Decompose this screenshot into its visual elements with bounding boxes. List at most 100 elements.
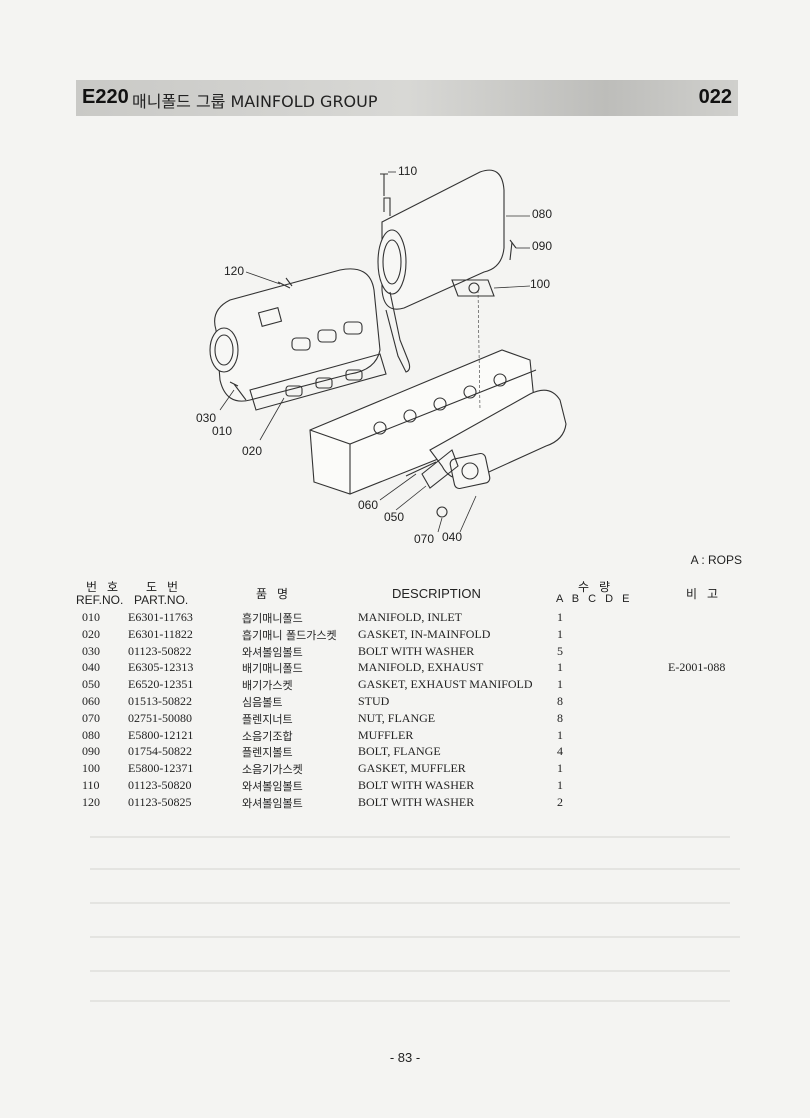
part-description: BOLT, FLANGE xyxy=(358,744,441,759)
header-qty-kor: 수량 xyxy=(578,580,621,594)
table-row: 010 E6301-11763 흡기매니폴드 MANIFOLD, INLET 1 xyxy=(76,610,756,627)
part-name-kor: 소음기조합 xyxy=(242,729,293,743)
callout-110: 110 xyxy=(398,164,418,178)
table-row: 070 02751-50080 플렌지너트 NUT, FLANGE 8 xyxy=(76,711,756,728)
part-no: E6301-11822 xyxy=(128,626,193,641)
part-no: E6301-11763 xyxy=(128,610,193,624)
callout-070: 070 xyxy=(414,532,435,546)
ref-no: 050 xyxy=(82,677,100,692)
ref-no: 120 xyxy=(82,794,100,809)
page-header: E220 매니폴드 그룹 MAINFOLD GROUP 022 xyxy=(76,80,738,116)
header-qty-cols: A B C D E xyxy=(556,593,630,605)
ref-no: 100 xyxy=(82,761,100,776)
header-description: DESCRIPTION xyxy=(392,586,481,601)
page-code: 022 xyxy=(698,86,732,108)
ref-no: 110 xyxy=(82,777,100,792)
header-ref-en: REF.NO. xyxy=(76,593,124,607)
rops-note: A : ROPS xyxy=(690,553,742,567)
callout-120: 120 xyxy=(224,264,245,278)
header-remarks-kor: 비고 xyxy=(686,587,729,601)
header-name-kor: 품명 xyxy=(256,587,299,601)
header-part-en: PART.NO. xyxy=(134,593,189,607)
callout-030: 030 xyxy=(196,411,217,425)
part-qty: 1 xyxy=(557,660,563,675)
ref-no: 030 xyxy=(82,643,100,658)
part-name-kor: 와셔볼임볼트 xyxy=(242,779,303,793)
scan-artifact xyxy=(90,1000,730,1002)
part-no: 02751-50080 xyxy=(128,710,192,725)
table-row: 030 01123-50822 와셔볼임볼트 BOLT WITH WASHER … xyxy=(76,644,756,661)
part-description: BOLT WITH WASHER xyxy=(358,643,475,658)
header-ref-kor: 번호 xyxy=(86,580,129,594)
part-no: E6305-12313 xyxy=(128,660,194,675)
part-name-kor: 소음기가스켓 xyxy=(242,763,303,777)
part-no: E5800-12371 xyxy=(128,761,194,776)
part-qty: 8 xyxy=(557,693,563,708)
callout-010: 010 xyxy=(212,424,233,438)
part-no: E6520-12351 xyxy=(128,677,194,692)
part-no: 01123-50825 xyxy=(128,794,192,809)
part-description: MANIFOLD, EXHAUST xyxy=(358,660,484,675)
table-row: 040 E6305-12313 배기매니폴드 MANIFOLD, EXHAUST… xyxy=(76,660,756,677)
table-row: 090 01754-50822 플렌지볼트 BOLT, FLANGE 4 xyxy=(76,744,756,761)
callout-050: 050 xyxy=(384,510,405,524)
part-qty: 1 xyxy=(557,761,563,776)
scan-artifact xyxy=(90,936,740,938)
scan-artifact xyxy=(90,970,730,972)
part-qty: 8 xyxy=(557,710,563,725)
callout-080: 080 xyxy=(532,207,553,221)
diagram-drawing xyxy=(209,169,567,533)
callout-090: 090 xyxy=(532,239,553,253)
part-qty: 1 xyxy=(557,626,563,641)
part-name-kor: 배기가스켓 xyxy=(242,679,293,693)
callout-040: 040 xyxy=(442,530,463,544)
part-qty: 4 xyxy=(557,744,563,759)
scan-artifact xyxy=(90,836,730,838)
part-no: 01754-50822 xyxy=(128,744,192,759)
part-qty: 1 xyxy=(557,727,563,742)
table-row: 020 E6301-11822 흡기매니 폴드가스켓 GASKET, IN-MA… xyxy=(76,627,756,644)
exploded-parts-diagram xyxy=(190,160,590,560)
part-name-kor: 심음볼트 xyxy=(242,695,283,709)
part-name-kor: 플렌지볼트 xyxy=(242,746,293,760)
part-description: BOLT WITH WASHER xyxy=(358,794,475,809)
table-row: 050 E6520-12351 배기가스켓 GASKET, EXHAUST MA… xyxy=(76,677,756,694)
header-part-kor: 도번 xyxy=(146,580,189,594)
part-description: BOLT WITH WASHER xyxy=(358,777,475,792)
callout-020: 020 xyxy=(242,444,263,458)
part-description: STUD xyxy=(358,693,390,708)
ref-no: 040 xyxy=(82,660,100,675)
part-qty: 1 xyxy=(557,777,563,792)
group-title: 매니폴드 그룹 MAINFOLD GROUP xyxy=(132,92,378,111)
callout-100: 100 xyxy=(530,277,551,291)
part-name-kor: 플렌지너트 xyxy=(242,712,293,726)
scan-artifact xyxy=(90,868,740,870)
part-description: NUT, FLANGE xyxy=(358,710,436,725)
part-qty: 5 xyxy=(557,643,563,658)
ref-no: 060 xyxy=(82,693,100,708)
part-name-kor: 흡기매니폴드 xyxy=(242,612,303,625)
part-name-kor: 배기매니폴드 xyxy=(242,662,303,676)
part-remarks: E-2001-088 xyxy=(668,660,726,675)
part-description: GASKET, IN-MAINFOLD xyxy=(358,626,491,641)
part-name-kor: 흡기매니 폴드가스켓 xyxy=(242,628,337,642)
part-name-kor: 와셔볼임볼트 xyxy=(242,645,303,659)
ref-no: 070 xyxy=(82,710,100,725)
part-description: MANIFOLD, INLET xyxy=(358,610,462,624)
part-qty: 1 xyxy=(557,677,563,692)
scan-artifact xyxy=(90,902,730,904)
part-description: GASKET, EXHAUST MANIFOLD xyxy=(358,677,533,692)
table-row: 110 01123-50820 와셔볼임볼트 BOLT WITH WASHER … xyxy=(76,778,756,795)
table-row: 060 01513-50822 심음볼트 STUD 8 xyxy=(76,694,756,711)
part-name-kor: 와셔볼임볼트 xyxy=(242,796,303,810)
part-qty: 1 xyxy=(557,610,563,624)
parts-list: 010 E6301-11763 흡기매니폴드 MANIFOLD, INLET 1… xyxy=(76,610,756,812)
callout-060: 060 xyxy=(358,498,379,512)
ref-no: 010 xyxy=(82,610,100,624)
page-number: - 83 - xyxy=(389,1050,421,1065)
table-row: 080 E5800-12121 소음기조합 MUFFLER 1 xyxy=(76,728,756,745)
part-no: 01123-50820 xyxy=(128,777,192,792)
part-no: 01123-50822 xyxy=(128,643,192,658)
group-code: E220 xyxy=(82,86,129,108)
